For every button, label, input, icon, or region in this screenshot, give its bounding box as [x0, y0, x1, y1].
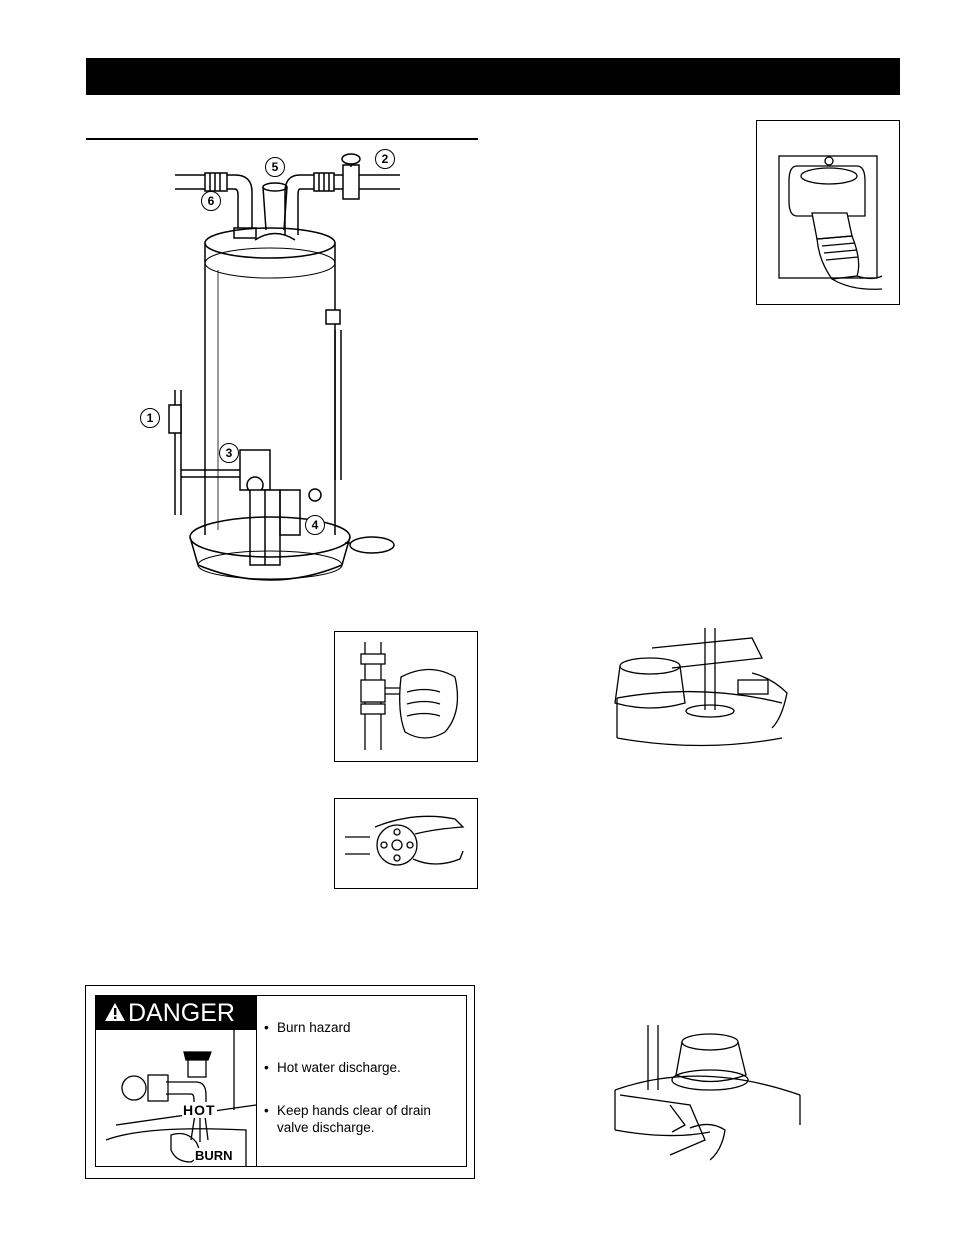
callout-6: 6 — [201, 191, 221, 211]
gas-control-drawing — [778, 155, 883, 290]
anode-rod-figure — [610, 1020, 805, 1162]
gas-valve-drawing — [360, 642, 459, 750]
danger-bullet-3: •Keep hands clear of drain valve dischar… — [264, 1102, 460, 1136]
callout-5: 5 — [265, 157, 285, 177]
gas-control-figure — [756, 120, 900, 305]
drain-valve-figure — [334, 798, 478, 889]
callout-1: 1 — [140, 408, 160, 428]
gas-valve-figure — [334, 631, 478, 762]
danger-label-divider — [256, 996, 257, 1166]
callout-2: 2 — [375, 149, 395, 169]
anode-rod-drawing — [614, 1025, 801, 1161]
hot-water-pictogram: HOT BURN — [96, 1030, 257, 1166]
hot-water-drawing — [105, 1030, 257, 1166]
water-heater-drawing — [168, 153, 400, 581]
danger-bullet-3-text: Keep hands clear of drain valve discharg… — [277, 1103, 431, 1135]
danger-bullet-1: •Burn hazard — [264, 1020, 351, 1035]
danger-bullet-2-text: Hot water discharge. — [277, 1060, 401, 1075]
hot-text: HOT — [182, 1102, 217, 1118]
drain-valve-drawing — [345, 815, 465, 866]
header-bar — [86, 58, 900, 95]
danger-bullet-1-text: Burn hazard — [277, 1020, 351, 1035]
warning-triangle-icon — [104, 997, 126, 1031]
water-heater-illustration — [130, 145, 410, 595]
relief-valve-figure — [612, 628, 792, 758]
danger-label — [95, 995, 467, 1167]
danger-bullet-2: •Hot water discharge. — [264, 1060, 401, 1075]
burn-text: BURN — [194, 1148, 234, 1163]
danger-label-frame — [85, 985, 475, 1179]
danger-heading-text: DANGER — [128, 999, 235, 1027]
danger-heading: DANGER — [96, 996, 256, 1030]
callout-3: 3 — [219, 443, 239, 463]
relief-valve-drawing — [614, 628, 788, 747]
callout-4: 4 — [305, 515, 325, 535]
section-rule — [86, 138, 478, 140]
